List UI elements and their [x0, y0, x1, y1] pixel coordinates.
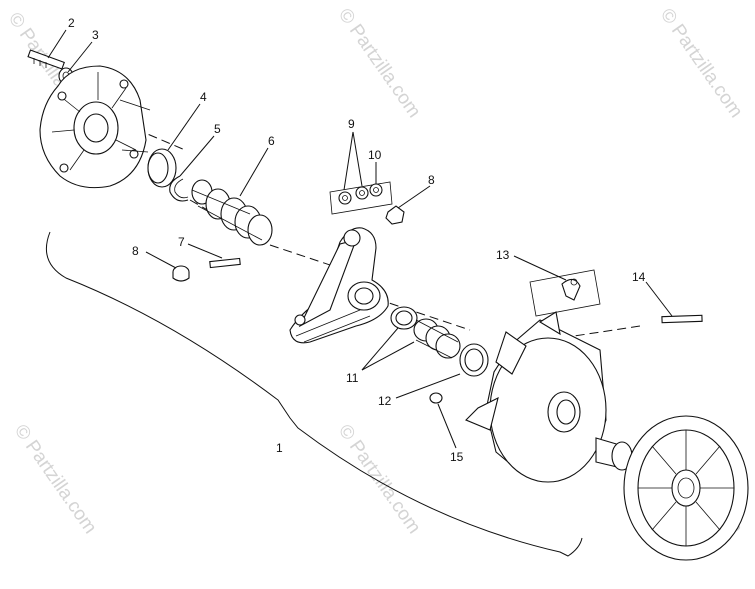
- watermark: © Partzilla.com: [334, 421, 425, 538]
- callout-9: 9: [348, 117, 355, 131]
- watermark: © Partzilla.com: [334, 5, 425, 122]
- part-14-pin: [661, 314, 703, 324]
- part-11-bushings: [390, 306, 461, 359]
- callout-2: 2: [68, 16, 75, 30]
- moveable-sheave: [465, 311, 607, 483]
- callout-14: 14: [632, 270, 646, 284]
- part-2-bolt: [27, 49, 65, 70]
- part-4-bushing: [147, 148, 177, 188]
- leader-lines: [47, 29, 673, 449]
- watermark: © Partzilla.com: [656, 5, 747, 122]
- fixed-sheave: [623, 415, 749, 561]
- part-6-spring: [191, 179, 273, 246]
- callout-3: 3: [92, 28, 99, 42]
- callout-7: 7: [178, 235, 185, 249]
- part-15-nut: [429, 392, 443, 404]
- spider-assembly: [289, 227, 389, 344]
- clutch-cover: [39, 65, 151, 189]
- sheave-shaft: [595, 437, 633, 471]
- assembly-bracket-line: [46, 231, 583, 557]
- callout-8-left: 8: [132, 244, 139, 258]
- watermark: © Partzilla.com: [10, 421, 101, 538]
- part-12-ring: [459, 343, 489, 377]
- callout-10: 10: [368, 148, 382, 162]
- callout-8-right: 8: [428, 173, 435, 187]
- callout-labels: 1 2 3 4 5 6 7 8 8 9 10 11 12 13 14 15: [68, 16, 646, 464]
- callout-11: 11: [346, 371, 359, 385]
- callout-13: 13: [496, 248, 510, 262]
- callout-6: 6: [268, 134, 275, 148]
- part-8-nut-right: [385, 205, 405, 225]
- callout-15: 15: [450, 450, 464, 464]
- part-5-snap-ring: [169, 175, 189, 202]
- callout-1: 1: [276, 441, 283, 455]
- part-13-inset: [529, 269, 601, 317]
- parts-9-10-inset: [329, 181, 393, 215]
- callout-4: 4: [200, 90, 207, 104]
- part-8-nut-left: [172, 265, 190, 282]
- part-7-pin: [209, 257, 241, 269]
- callout-12: 12: [378, 394, 392, 408]
- callout-5: 5: [214, 122, 221, 136]
